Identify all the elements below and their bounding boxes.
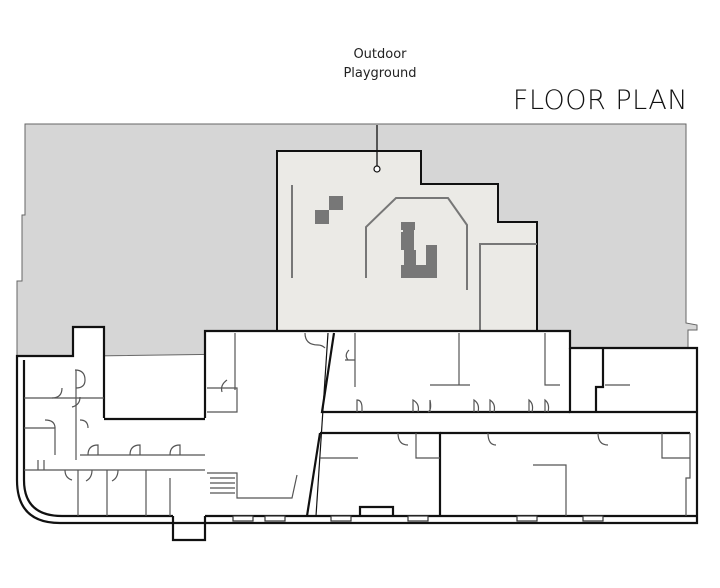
page-title: FLOOR PLAN bbox=[512, 85, 688, 116]
outdoor-playground-label: Outdoor Playground bbox=[325, 45, 435, 83]
label-line-1: Outdoor bbox=[353, 47, 407, 62]
leader-dot bbox=[373, 165, 381, 173]
building bbox=[17, 327, 697, 523]
label-line-2: Playground bbox=[343, 66, 417, 81]
